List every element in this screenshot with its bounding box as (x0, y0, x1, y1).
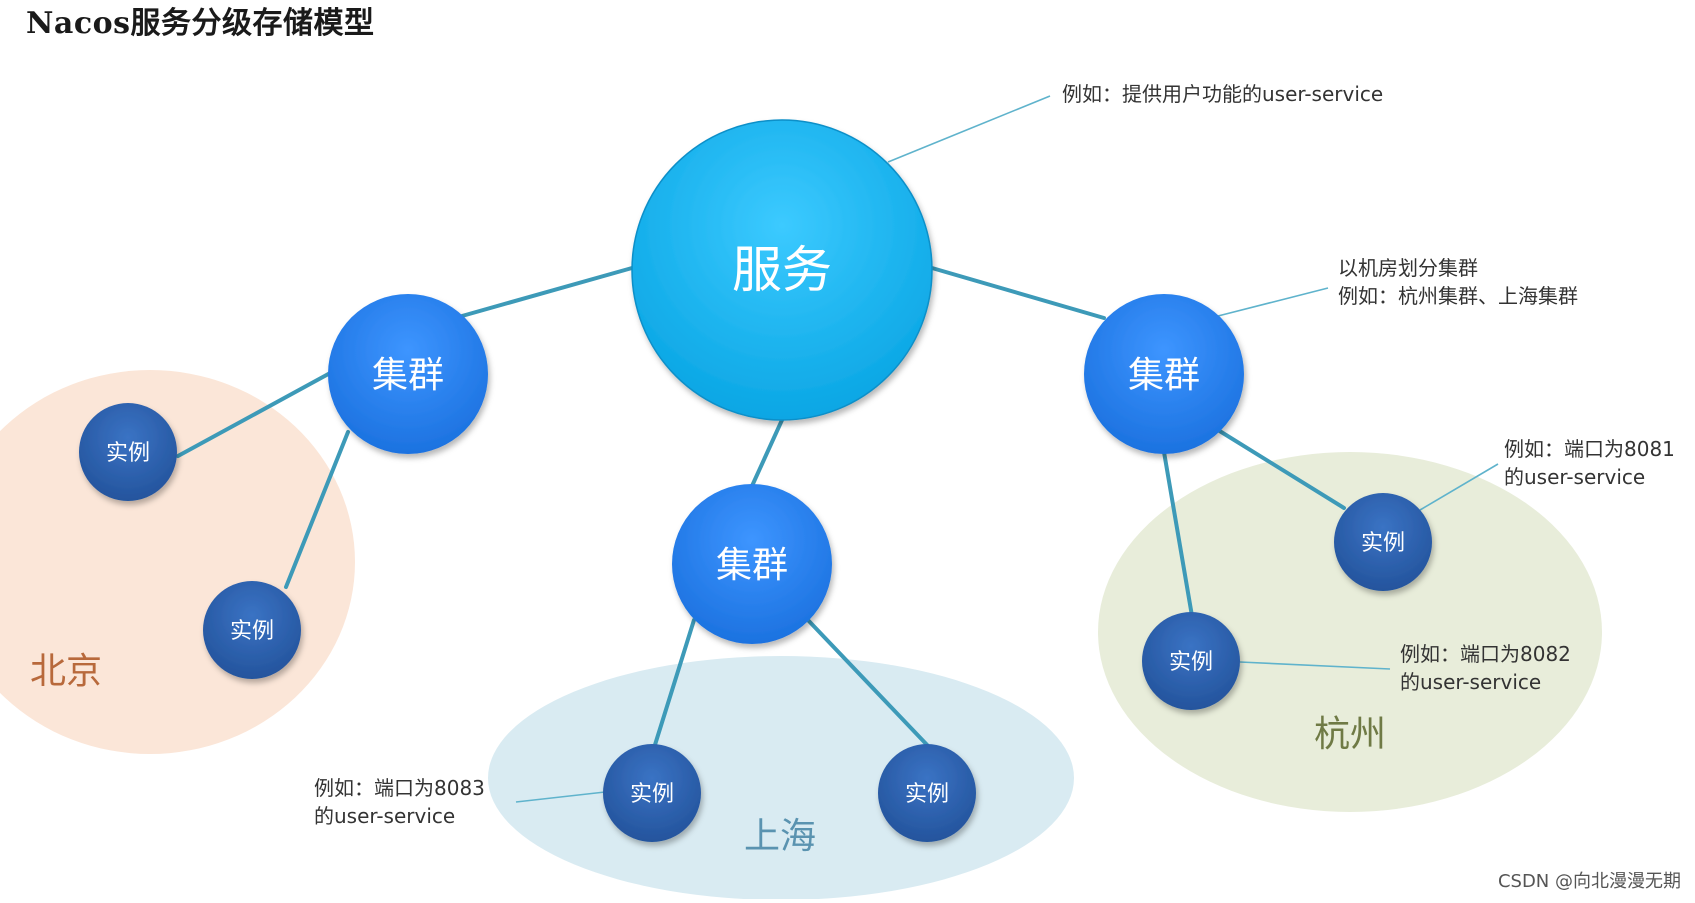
callout-line-8081 (1419, 463, 1499, 511)
instance-node-shanghai-1-label: 实例 (630, 782, 674, 807)
callout-line-8082 (1239, 661, 1391, 670)
service-node-label: 服务 (732, 241, 832, 299)
note-service-text: 例如：提供用户功能的user-service (1062, 82, 1384, 106)
cluster-node-shanghai (672, 484, 832, 644)
region-label-shanghai: 上海 (744, 816, 816, 857)
edge-cluster-hangzhou-instance-1 (1216, 428, 1346, 510)
region-label-beijing: 北京 (30, 651, 102, 692)
note-8082-line-1: 例如：端口为8082 (1400, 642, 1571, 666)
cluster-node-hangzhou (1084, 294, 1244, 454)
note-8082-line-2: 的user-service (1400, 670, 1542, 694)
note-8081-line-2: 的user-service (1504, 465, 1646, 489)
note-instance-8081: 例如：端口为8081 的user-service (1504, 435, 1675, 491)
note-instance-8082: 例如：端口为8082 的user-service (1400, 640, 1571, 696)
instance-node-beijing-2 (203, 581, 301, 679)
edge-cluster-shanghai-instance-1 (652, 618, 696, 750)
instance-node-shanghai-2 (878, 744, 976, 842)
instance-node-beijing-1-label: 实例 (106, 441, 150, 466)
edge-cluster-shanghai-instance-2 (804, 616, 932, 750)
region-shanghai (488, 656, 1074, 900)
edge-cluster-beijing-instance-2 (284, 430, 350, 589)
note-cluster-line-1: 以机房划分集群 (1338, 256, 1478, 280)
note-8081-line-1: 例如：端口为8081 (1504, 437, 1675, 461)
callout-line-service (887, 95, 1051, 163)
instance-node-shanghai-1 (603, 744, 701, 842)
edge-cluster-beijing-instance-1 (176, 370, 334, 458)
instance-node-hangzhou-1 (1334, 493, 1432, 591)
instance-node-beijing-2-label: 实例 (230, 619, 274, 644)
note-8083-line-1: 例如：端口为8083 (314, 776, 485, 800)
note-instance-8083: 例如：端口为8083 的user-service (314, 774, 485, 830)
edge-service-cluster-beijing (460, 266, 634, 318)
cluster-node-shanghai-label: 集群 (716, 545, 788, 586)
region-hangzhou (1098, 452, 1602, 812)
region-beijing (0, 370, 355, 754)
note-cluster-line-2: 例如：杭州集群、上海集群 (1338, 284, 1578, 308)
instance-node-shanghai-2-label: 实例 (905, 782, 949, 807)
instance-node-beijing-1 (79, 403, 177, 501)
note-8083-line-2: 的user-service (314, 804, 456, 828)
cluster-node-hangzhou-label: 集群 (1128, 355, 1200, 396)
service-node (631, 119, 933, 421)
instance-node-hangzhou-1-label: 实例 (1361, 531, 1405, 556)
edge-cluster-hangzhou-instance-2 (1162, 450, 1194, 618)
instance-node-hangzhou-2 (1142, 612, 1240, 710)
callout-line-8083 (515, 791, 606, 803)
watermark: CSDN @向北漫漫无期 (1497, 871, 1681, 892)
edge-service-cluster-shanghai (750, 418, 784, 488)
note-service: 例如：提供用户功能的user-service (1062, 80, 1383, 108)
page-title: Nacos服务分级存储模型 (26, 6, 375, 41)
region-label-hangzhou: 杭州 (1314, 714, 1386, 755)
note-cluster: 以机房划分集群 例如：杭州集群、上海集群 (1338, 254, 1578, 310)
callout-line-cluster (1217, 287, 1329, 317)
cluster-node-beijing (328, 294, 488, 454)
edge-service-cluster-hangzhou (930, 266, 1106, 320)
cluster-node-beijing-label: 集群 (372, 355, 444, 396)
instance-node-hangzhou-2-label: 实例 (1169, 650, 1213, 675)
